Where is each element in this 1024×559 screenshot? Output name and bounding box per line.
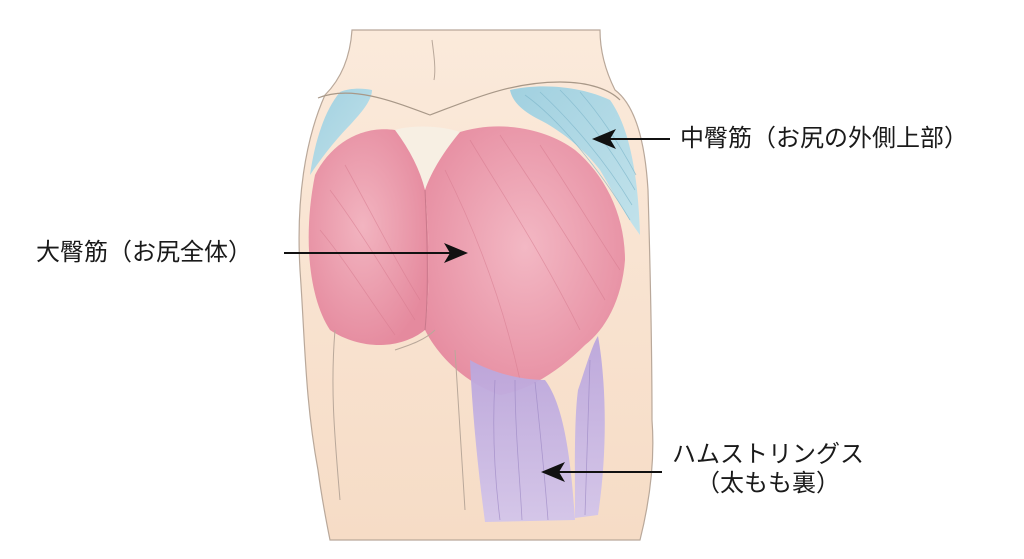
gluteus-maximus-label: 大臀筋（お尻全体） — [36, 238, 252, 266]
hamstrings-label-description: （太もも裏） — [696, 468, 840, 497]
hamstrings-label: ハムストリングス （太もも裏） — [672, 440, 864, 498]
gluteus-medius-label: 中臀筋（お尻の外側上部） — [680, 124, 968, 152]
gluteus-medius-muscle — [310, 86, 640, 235]
hamstrings-label-name: ハムストリングス — [672, 440, 864, 468]
gluteus-maximus-muscle — [308, 126, 625, 395]
